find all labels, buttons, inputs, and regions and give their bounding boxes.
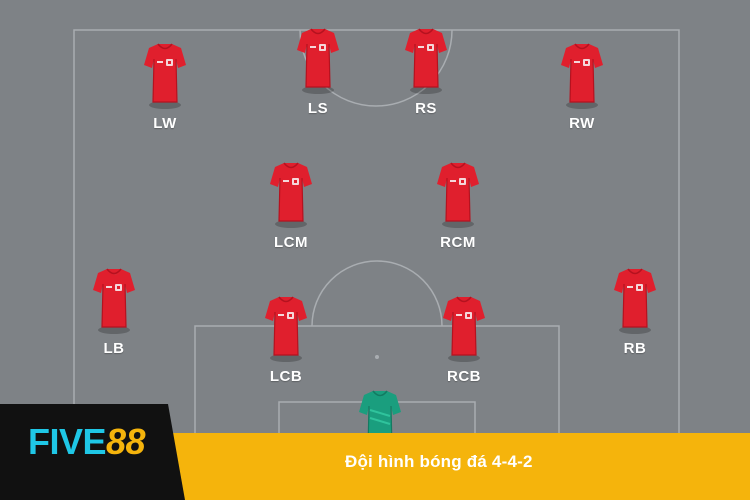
- player-shadow: [410, 86, 442, 94]
- player-shadow: [98, 326, 130, 334]
- player-shadow: [275, 220, 307, 228]
- position-label: RCM: [440, 234, 476, 251]
- jersey-icon: [144, 43, 186, 103]
- logo-five-text: FIVE: [28, 421, 107, 462]
- position-label: LCB: [269, 368, 303, 385]
- player-shadow: [149, 101, 181, 109]
- jersey-icon: [437, 162, 479, 222]
- player-rb[interactable]: RB: [605, 268, 665, 378]
- jersey-icon: [93, 268, 135, 328]
- player-rw[interactable]: RW: [552, 43, 612, 153]
- player-shadow: [619, 326, 651, 334]
- player-rs[interactable]: RS: [396, 28, 456, 138]
- penalty-box: [194, 325, 560, 500]
- jersey-icon: [405, 28, 447, 88]
- player-shadow: [302, 86, 334, 94]
- player-lcm[interactable]: LCM: [261, 162, 321, 272]
- jersey-icon: [265, 296, 307, 356]
- jersey-icon: [614, 268, 656, 328]
- position-label: RW: [569, 115, 595, 132]
- logo-88-text: 88: [106, 421, 146, 462]
- jersey-icon: [443, 296, 485, 356]
- player-shadow: [442, 220, 474, 228]
- player-shadow: [270, 354, 302, 362]
- player-lw[interactable]: LW: [135, 43, 195, 153]
- jersey-icon: [297, 28, 339, 88]
- jersey-icon: [270, 162, 312, 222]
- position-label: LCM: [274, 234, 308, 251]
- player-lb[interactable]: LB: [84, 268, 144, 378]
- penalty-spot: [375, 355, 379, 359]
- jersey-icon: [561, 43, 603, 103]
- position-label: LW: [153, 115, 177, 132]
- player-rcm[interactable]: RCM: [428, 162, 488, 272]
- penalty-arc: [311, 260, 443, 327]
- player-rcb[interactable]: RCB: [434, 296, 494, 406]
- position-label: LS: [307, 100, 329, 117]
- position-label: RB: [623, 340, 647, 357]
- formation-caption: Đội hình bóng đá 4-4-2: [345, 452, 533, 471]
- player-ls[interactable]: LS: [288, 28, 348, 138]
- logo-background: [0, 404, 185, 500]
- five88-logo: FIVE88: [28, 421, 146, 462]
- player-shadow: [566, 101, 598, 109]
- position-label: LB: [103, 340, 125, 357]
- position-label: RCB: [447, 368, 481, 385]
- pitch-boundary: [73, 29, 680, 500]
- position-label: RS: [415, 100, 437, 117]
- player-shadow: [448, 354, 480, 362]
- player-lcb[interactable]: LCB: [256, 296, 316, 406]
